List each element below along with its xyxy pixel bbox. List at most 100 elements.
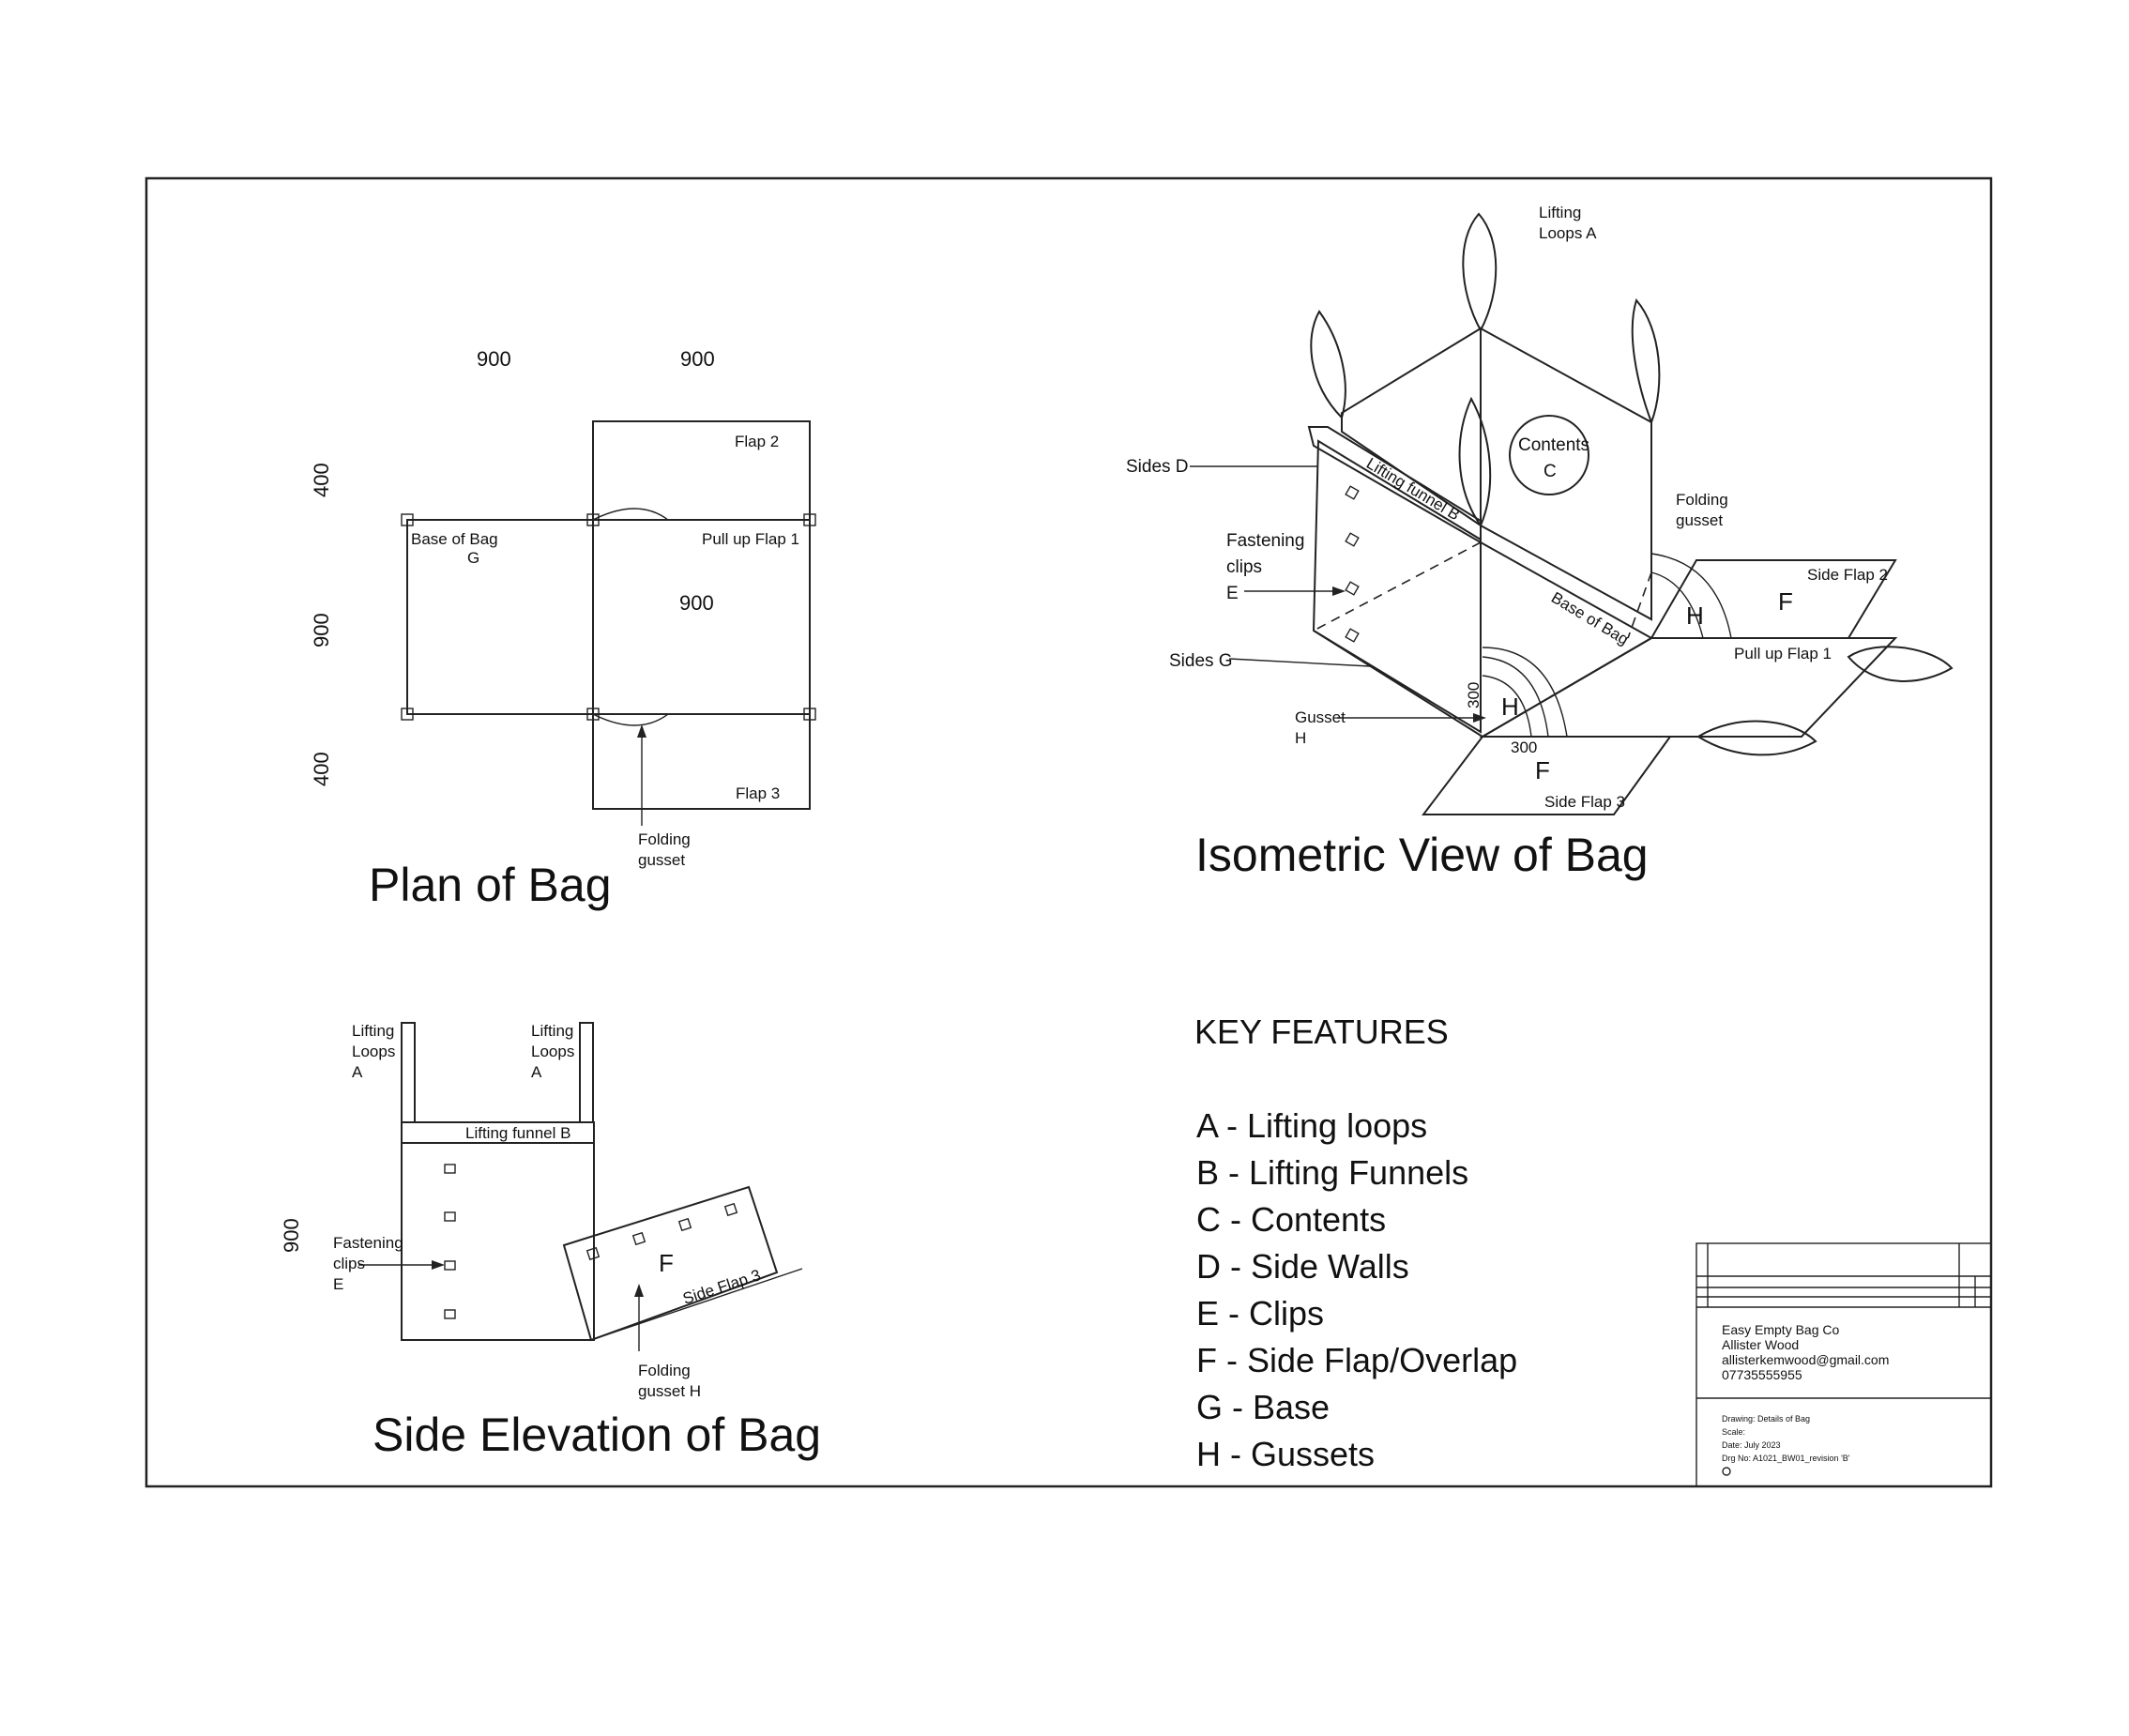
plan-tab	[803, 708, 816, 721]
iso-back-wall-right	[1480, 327, 1652, 621]
plan-of-bag: 900 900 400 900 400 Flap 2 Base of Bag G…	[310, 347, 816, 911]
plan-center-dim: 900	[679, 591, 714, 615]
key-item: F - Side Flap/Overlap	[1196, 1341, 1517, 1379]
iso-gusset-label-1: Gusset	[1295, 708, 1346, 726]
plan-gusset-bottom	[592, 713, 669, 726]
iso-side-flap2-label: Side Flap 2	[1807, 566, 1888, 584]
key-item: C - Contents	[1196, 1200, 1386, 1239]
iso-gusset-front-1	[1482, 656, 1549, 738]
tb-scale: Scale:	[1722, 1427, 1745, 1437]
iso-lifting-loop	[1458, 396, 1492, 528]
plan-flap3-outline	[592, 713, 811, 810]
title-block-frame	[1696, 1242, 1992, 1487]
tb-name: Allister Wood	[1722, 1337, 1799, 1352]
iso-lifting-loops-label-1: Lifting	[1539, 204, 1581, 221]
elev-flap-clip	[585, 1246, 601, 1261]
title-block: Easy Empty Bag Co Allister Wood allister…	[1696, 1242, 1992, 1487]
elev-flap-clip	[723, 1202, 738, 1217]
plan-gusset-label-1: Folding	[638, 830, 691, 848]
elev-loop-right-label-1: Lifting	[531, 1022, 573, 1040]
iso-lifting-loop	[1310, 310, 1346, 419]
iso-gusset-label-2: H	[1295, 729, 1306, 747]
plan-base-letter: G	[467, 549, 479, 567]
elev-loop-right-label-2: Loops	[531, 1043, 574, 1060]
iso-base-front	[1313, 630, 1483, 738]
tb-company: Easy Empty Bag Co	[1722, 1322, 1839, 1337]
plan-dim-top-right: 900	[680, 347, 715, 371]
iso-clip	[1345, 628, 1360, 643]
iso-clip	[1345, 532, 1360, 547]
plan-gusset-arrowhead	[637, 724, 646, 738]
tb-drawing: Drawing: Details of Bag	[1722, 1414, 1810, 1424]
iso-contents-circle	[1509, 415, 1589, 495]
elev-dim-height: 900	[280, 1218, 303, 1253]
plan-flap2-label: Flap 2	[735, 433, 779, 450]
iso-dim-300-v: 300	[1465, 682, 1483, 708]
elev-title: Side Elevation of Bag	[373, 1409, 821, 1461]
key-item: G - Base	[1196, 1388, 1330, 1426]
elev-lifting-loop-left	[401, 1022, 416, 1123]
plan-tab	[401, 513, 414, 526]
elev-loop-left-label-1: Lifting	[352, 1022, 394, 1040]
iso-pullup-flap	[1479, 637, 1898, 738]
elev-arrowhead	[432, 1260, 445, 1270]
iso-clip	[1345, 485, 1360, 500]
iso-gusset-front-3	[1482, 647, 1568, 738]
elev-body	[401, 1142, 595, 1341]
tb-phone: 07735555955	[1722, 1367, 1802, 1382]
iso-side-flap3-label: Side Flap 3	[1544, 793, 1625, 811]
plan-pullup-label: Pull up Flap 1	[702, 530, 799, 548]
key-item: E - Clips	[1196, 1294, 1324, 1332]
elev-side-flap3-label: Side Flap 3	[680, 1266, 763, 1308]
elev-clip	[444, 1164, 456, 1174]
elev-flap-clip	[677, 1217, 692, 1232]
tb-drg-no: Drg No: A1021_BW01_revision 'B'	[1722, 1454, 1850, 1463]
iso-hidden-edge-2	[1627, 571, 1652, 639]
iso-fastening-label-2: clips	[1226, 557, 1262, 577]
plan-gusset-label-2: gusset	[638, 851, 685, 869]
drawing-border	[144, 176, 1993, 1488]
plan-tab	[586, 513, 600, 526]
iso-letter-f-right: F	[1778, 587, 1793, 616]
key-heading: KEY FEATURES	[1194, 1013, 1449, 1051]
plan-pullup-outline	[592, 519, 811, 715]
plan-tab	[586, 708, 600, 721]
plan-dim-top-left: 900	[477, 347, 511, 371]
plan-dim-left-top: 400	[310, 463, 333, 497]
iso-lifting-loop	[1631, 297, 1661, 425]
iso-front-left-wall	[1312, 439, 1482, 734]
elev-arrowhead	[634, 1284, 644, 1297]
iso-lifting-funnel	[1307, 426, 1482, 544]
elev-side-flap3	[562, 1185, 779, 1342]
iso-fastening-label-3: E	[1226, 584, 1239, 603]
iso-contents-label-2: C	[1544, 462, 1557, 481]
iso-pullup-label: Pull up Flap 1	[1734, 645, 1832, 662]
elev-flap-clip	[631, 1231, 646, 1246]
key-item: D - Side Walls	[1196, 1247, 1409, 1286]
iso-lifting-loop-flap	[1847, 646, 1954, 682]
iso-clip	[1345, 581, 1360, 596]
plan-tab	[401, 708, 414, 721]
elev-clip	[444, 1211, 456, 1222]
iso-lifting-loops-label-2: Loops A	[1539, 224, 1597, 242]
key-item: B - Lifting Funnels	[1196, 1153, 1468, 1192]
iso-base-label: Base of Bag	[1548, 588, 1632, 648]
copyright-icon	[1722, 1467, 1731, 1476]
iso-arrowhead	[1332, 586, 1346, 596]
plan-flap3-label: Flap 3	[736, 784, 780, 802]
key-features: KEY FEATURES A - Lifting loops B - Lifti…	[1194, 1013, 1517, 1473]
iso-title: Isometric View of Bag	[1195, 829, 1649, 881]
iso-sides-d-label: Sides D	[1126, 457, 1189, 477]
side-elevation: Lifting Loops A Lifting Loops A Lifting …	[280, 1022, 821, 1461]
plan-gusset-top	[592, 508, 669, 521]
iso-leader-sides-g	[1228, 658, 1371, 667]
isometric-view: Lifting Loops A Sides D Fastening clips …	[1126, 204, 1954, 881]
plan-base-label: Base of Bag	[411, 530, 498, 548]
elev-loop-left-label-2: Loops	[352, 1043, 395, 1060]
tb-date: Date: July 2023	[1722, 1440, 1781, 1450]
iso-side-flap3	[1421, 736, 1672, 815]
elev-funnel-label: Lifting funnel B	[465, 1124, 570, 1142]
elev-ground-line	[590, 1268, 803, 1341]
iso-folding-label-2: gusset	[1676, 511, 1723, 529]
